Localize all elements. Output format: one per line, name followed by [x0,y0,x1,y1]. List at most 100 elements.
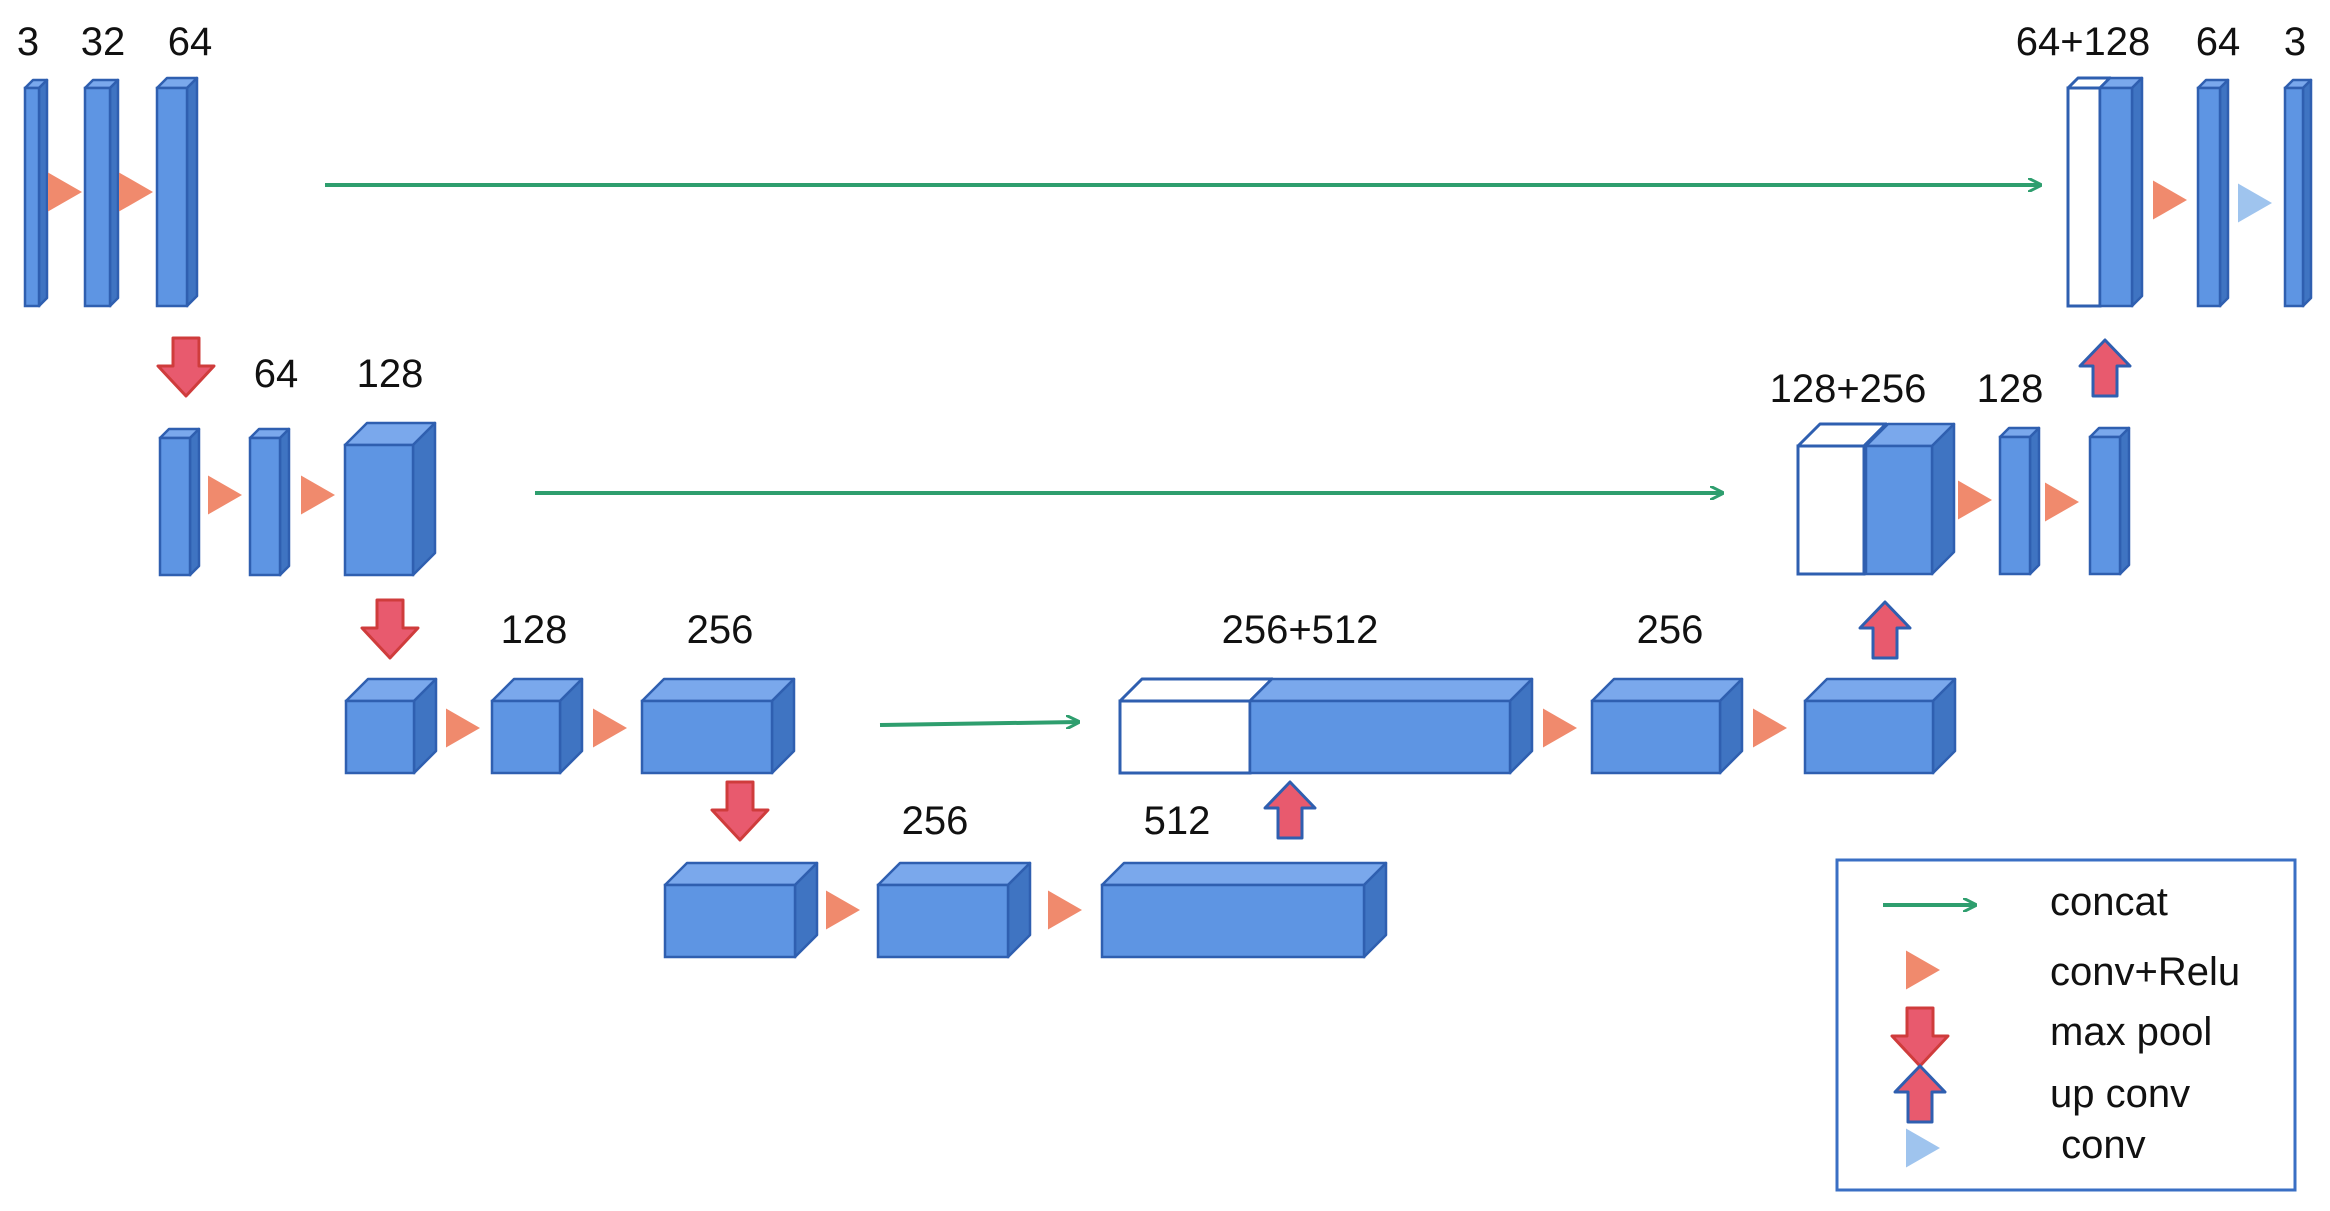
up-conv-up-arrow-icon [1858,600,1912,660]
block-front-face [1100,883,1366,959]
feature-block [248,427,291,577]
channel-label: 3 [17,20,39,64]
block-front-face [663,883,797,959]
block-front-face [2283,86,2305,308]
max-pool-down-arrow-icon [360,598,420,660]
max-pool-down-arrow-icon [1890,1006,1950,1068]
block-front-face [155,86,189,308]
feature-block [490,677,584,775]
legend-icons [1883,905,1975,1168]
channel-label: 64 [2196,20,2241,64]
conv-triangle-icon [1906,1128,1940,1168]
block-top-face [640,677,796,703]
block-side-face [185,76,199,308]
up-conv-up-arrow-icon [1893,1064,1947,1124]
legend: concat conv+Relu max pool up conv conv [1835,858,2297,1192]
max-pool-down-arrow-icon [156,336,216,398]
block-front-face [344,699,416,775]
channel-label: 3 [2284,20,2306,64]
concat-arrow [879,722,1078,725]
conv-relu-triangle-icon [208,475,242,515]
channel-label: 32 [81,20,126,64]
feature-block [876,861,1032,959]
feature-block [2098,76,2144,308]
block-front-face [640,699,774,775]
feature-blocks [23,76,2313,959]
block-front-face [158,436,192,577]
legend-label-max-pool: max pool [2050,1010,2212,1054]
conv-relu-triangle-icon [48,172,82,212]
conv-relu-triangle-icon [826,890,860,930]
block-front-face [343,443,415,577]
block-front-face [876,883,1010,959]
channel-label: 256 [902,799,969,843]
block-front-face [490,699,562,775]
legend-label-conv: conv [2050,1123,2146,1167]
legend-label-concat: concat [2050,880,2168,924]
feature-block [155,76,199,308]
block-front-face [1796,444,1866,576]
block-top-face [1590,677,1744,703]
block-front-face [83,86,112,308]
block-front-face [2088,435,2122,576]
block-side-face [2028,426,2041,576]
conv-relu-triangle-icon [1048,890,1082,930]
block-front-face [2066,86,2102,308]
feature-block [1100,861,1388,959]
channel-label: 256 [1637,608,1704,652]
conv-relu-triangle-icon [301,475,335,515]
block-front-face [2196,86,2222,308]
channel-label: 512 [1144,799,1211,843]
block-front-face [1864,444,1934,576]
feature-block [23,78,49,308]
up-conv-up-arrow-icon [2078,338,2132,398]
feature-block [83,78,120,308]
channel-label: 128+256 [1770,367,1927,411]
block-top-face [876,861,1032,887]
conv-relu-triangle-icon [119,172,153,212]
feature-block [1590,677,1744,775]
feature-block [2283,78,2313,308]
channel-label: 256+512 [1222,608,1379,652]
feature-block [2088,426,2131,576]
block-side-face [411,421,437,577]
feature-block [1998,426,2041,576]
conv-relu-triangle-icon [2238,183,2272,223]
block-front-face [1118,699,1252,775]
channel-label: 64 [168,20,213,64]
block-side-face [2130,76,2144,308]
block-side-face [1930,422,1956,576]
conv-relu-triangle-icon [1958,480,1992,520]
legend-label-conv-relu: conv+Relu [2050,950,2240,994]
block-top-face [1118,677,1274,703]
legend-label-up-conv: up conv [2050,1072,2190,1116]
block-top-face [663,861,819,887]
block-front-face [1590,699,1722,775]
channel-label: 128 [501,608,568,652]
block-front-face [1998,435,2032,576]
conv-relu-triangle-icon [2045,482,2079,522]
block-top-face [1248,677,1534,703]
feature-block [344,677,438,775]
feature-block [2196,78,2230,308]
conv-relu-triangle-icon [1906,950,1940,990]
block-side-face [2118,426,2131,576]
channel-label: 64+128 [2016,20,2151,64]
block-front-face [23,86,41,308]
block-front-face [1803,699,1935,775]
max-pool-down-arrow-icon [710,780,770,842]
channel-label: 256 [687,608,754,652]
operation-icons [48,172,2272,930]
block-front-face [248,436,282,577]
conv-relu-triangle-icon [2153,180,2187,220]
block-top-face [1100,861,1388,887]
feature-block [1248,677,1534,775]
feature-block [1803,677,1957,775]
conv-relu-triangle-icon [593,708,627,748]
conv-relu-triangle-icon [1753,708,1787,748]
channel-label: 128 [1977,367,2044,411]
channel-label: 64 [254,352,299,396]
feature-block [640,677,796,775]
conv-relu-triangle-icon [1543,708,1577,748]
block-side-face [188,427,201,577]
